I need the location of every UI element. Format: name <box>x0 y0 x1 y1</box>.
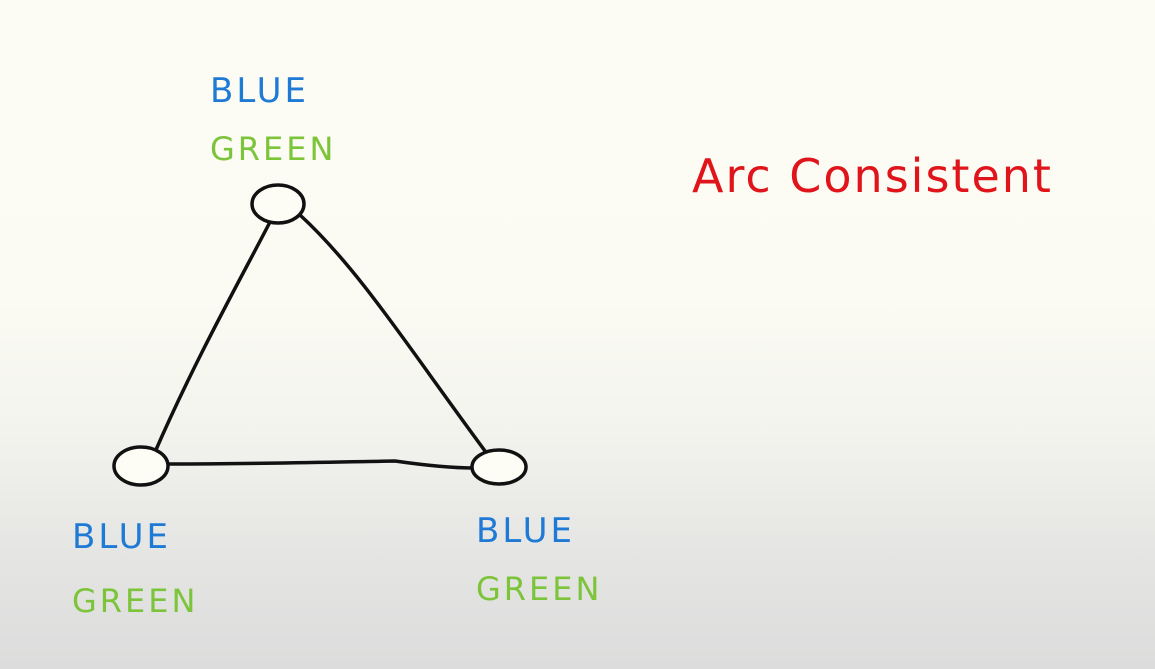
node-right-domain-blue: BLUE <box>476 511 575 551</box>
node-left-domain-green: GREEN <box>72 582 198 620</box>
node-left-domain-blue: BLUE <box>72 517 171 557</box>
edge-top-left <box>153 220 272 454</box>
node-left <box>112 445 170 487</box>
edge-top-right <box>298 213 490 457</box>
node-right-domain-green: GREEN <box>476 570 602 608</box>
diagram-title: Arc Consistent <box>692 149 1053 203</box>
node-top <box>250 183 306 225</box>
edge-left-right <box>166 459 476 470</box>
node-top-domain-blue: BLUE <box>210 71 309 111</box>
node-top-domain-green: GREEN <box>210 130 336 168</box>
node-right <box>470 448 528 486</box>
